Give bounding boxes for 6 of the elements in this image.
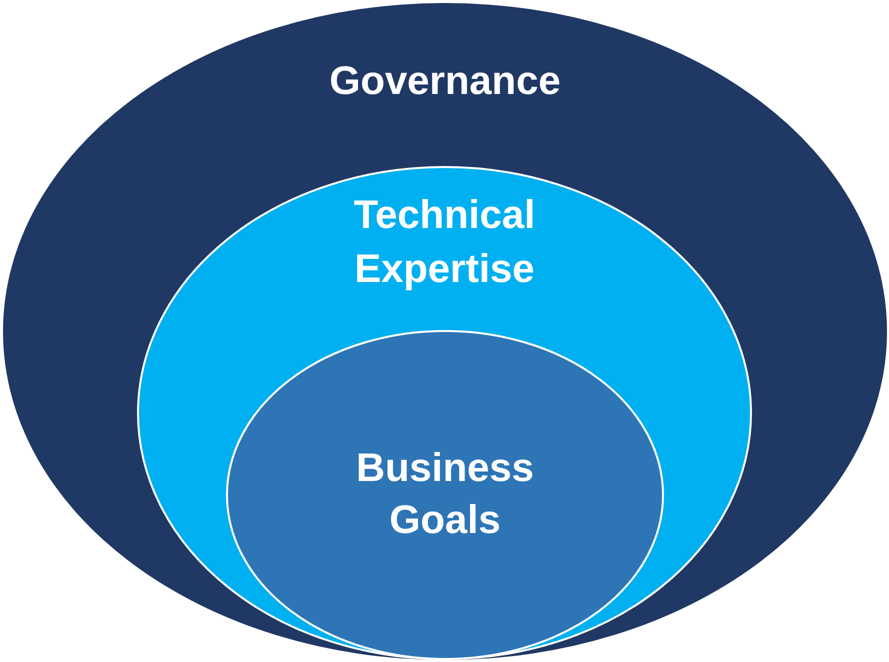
layer-label: Governance (329, 58, 561, 105)
middle-ellipse (137, 166, 752, 660)
layer-label: Business Goals (355, 445, 535, 544)
outer-ellipse (3, 3, 887, 660)
layer-label: Technical Expertise (352, 192, 536, 293)
inner-ellipse (226, 330, 664, 660)
